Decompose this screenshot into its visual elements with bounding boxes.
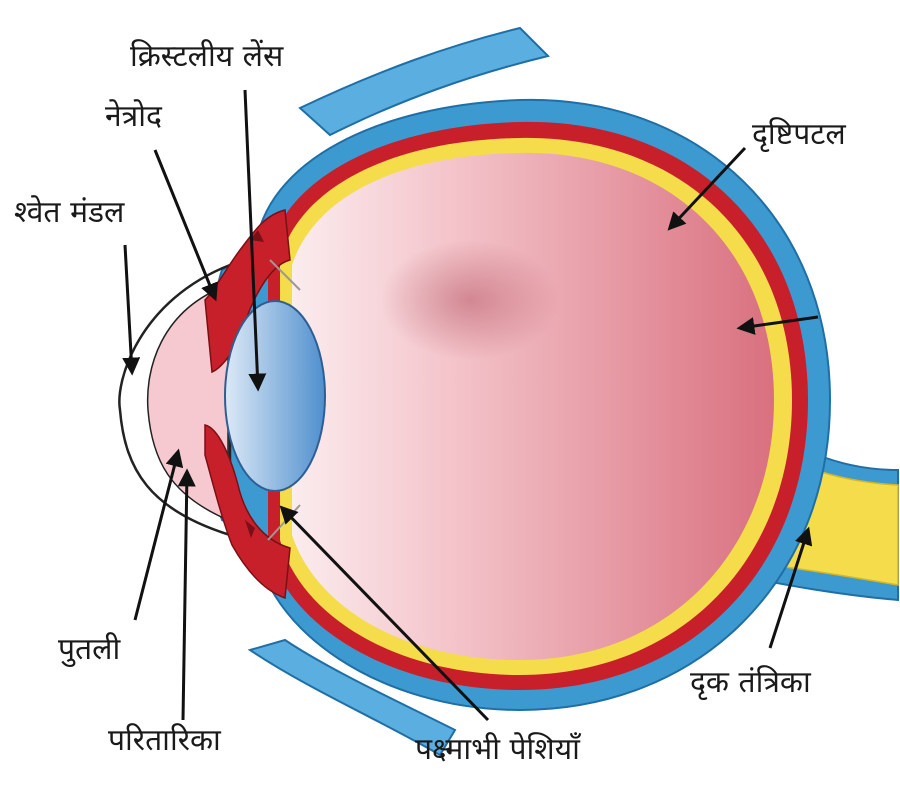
label-cornea: श्वेत मंडल: [14, 198, 124, 228]
label-retina: दृष्टिपटल: [752, 120, 846, 150]
iris-arrow: [183, 472, 187, 720]
aqueous-arrow: [155, 150, 215, 298]
label-aqueous-humour: नेत्रोद: [105, 102, 162, 132]
fovea-shade: [380, 240, 560, 360]
cornea-arrow: [125, 245, 132, 372]
crystalline-lens: [225, 301, 325, 491]
label-iris: परितारिका: [108, 726, 221, 756]
vitreous-body: [292, 153, 774, 660]
label-crystalline-lens: क्रिस्टलीय लेंस: [130, 42, 283, 72]
label-optic-nerve: दृक तंत्रिका: [690, 668, 811, 698]
label-ciliary-muscles: पक्ष्माभी पेशियाँ: [415, 735, 580, 765]
label-pupil: पुतली: [58, 635, 120, 665]
